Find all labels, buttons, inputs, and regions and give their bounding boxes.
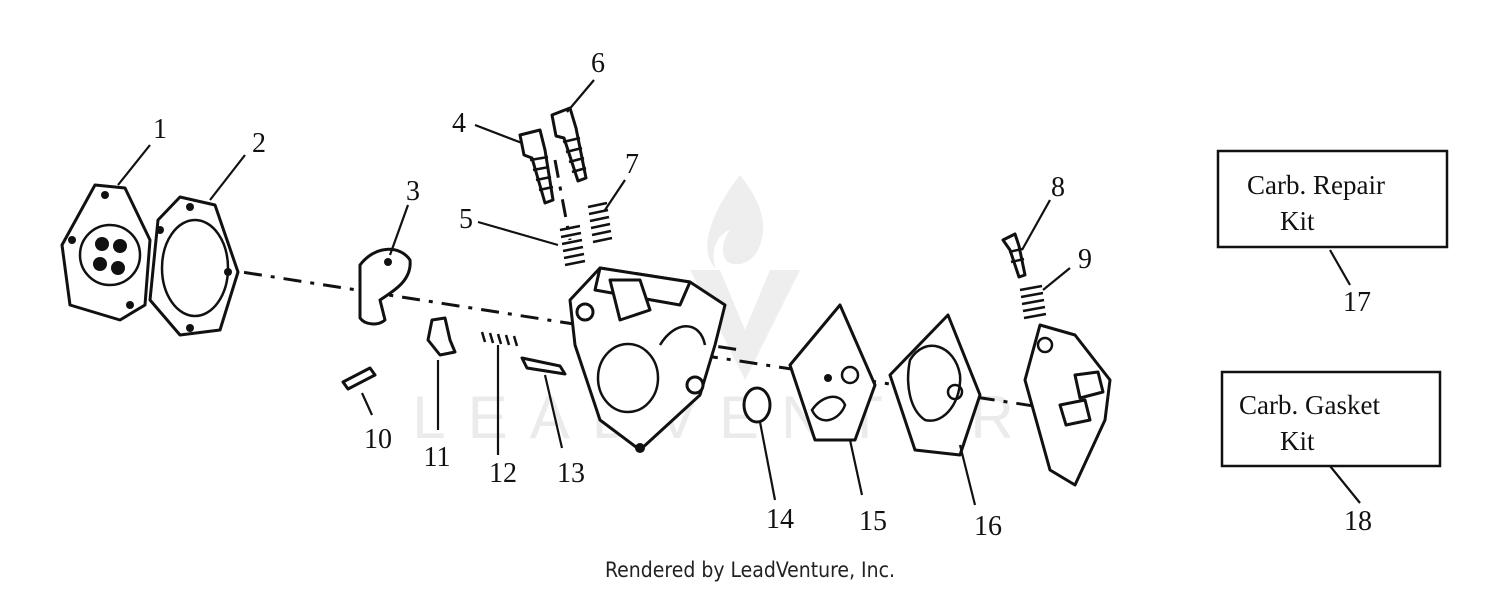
callout-14: 14 [766, 504, 794, 535]
callout-12: 12 [489, 458, 517, 489]
part-5-spring [559, 224, 586, 267]
callout-13: 13 [557, 458, 585, 489]
gasket-kit-label-line1: Carb. Gasket [1239, 390, 1380, 420]
callout-7: 7 [625, 149, 639, 180]
leader-18 [1329, 465, 1361, 504]
part-15-metering-plate [788, 303, 877, 442]
callout-6: 6 [591, 48, 605, 79]
rendered-by-credit: Rendered by LeadVenture, Inc. [605, 558, 895, 582]
leader-7 [604, 179, 626, 211]
leader-4 [474, 123, 523, 145]
part-2-gasket [148, 195, 240, 337]
leader-5 [477, 220, 559, 247]
repair-kit-box: Carb. Repair Kit [1216, 149, 1449, 249]
part-12-spring [480, 331, 519, 347]
leader-3 [388, 204, 410, 256]
part-10-pin [341, 366, 377, 391]
part-3-throttle-lever [358, 247, 412, 326]
leader-6 [566, 79, 595, 113]
callout-2: 2 [252, 128, 266, 159]
leader-16 [958, 444, 977, 506]
watermark-v-mark-icon [690, 270, 800, 380]
pump-cover-body [1023, 323, 1112, 487]
repair-kit-label-line1: Carb. Repair [1247, 170, 1385, 200]
callout-4: 4 [452, 108, 466, 139]
leader-14 [758, 421, 777, 501]
gasket-kit-label-line2: Kit [1280, 426, 1315, 456]
part-1-cover-plate [60, 183, 152, 322]
leader-15 [848, 439, 864, 496]
part-8-screw [1001, 232, 1027, 279]
callout-11: 11 [424, 442, 451, 473]
axis-line-screws [553, 159, 572, 241]
part-9-spring [1019, 284, 1047, 320]
leader-9 [1042, 267, 1071, 291]
repair-kit-label-line2: Kit [1280, 206, 1315, 236]
leader-8 [1021, 199, 1051, 251]
callout-9: 9 [1078, 244, 1092, 275]
part-11-lever [426, 316, 457, 357]
callout-1: 1 [153, 114, 167, 145]
leader-13 [543, 374, 564, 449]
leader-2 [209, 154, 246, 201]
part-7-spring [587, 201, 613, 244]
callout-3: 3 [406, 176, 420, 207]
leader-10 [360, 392, 374, 416]
part-16-diaphragm [888, 313, 982, 457]
callout-16: 16 [974, 511, 1002, 542]
part-4-screw [518, 128, 555, 205]
carburetor-body [568, 266, 727, 453]
part-14-seal [742, 386, 772, 424]
callout-5: 5 [459, 204, 473, 235]
watermark-flame-icon [707, 175, 764, 268]
callout-15: 15 [859, 506, 887, 537]
callout-10: 10 [364, 424, 392, 455]
callout-18: 18 [1344, 506, 1372, 537]
part-13-needle [520, 356, 567, 376]
gasket-kit-box: Carb. Gasket Kit [1220, 370, 1442, 468]
part-6-screw [550, 106, 588, 183]
callout-17: 17 [1343, 287, 1371, 318]
callout-8: 8 [1051, 172, 1065, 203]
leader-1 [117, 144, 151, 186]
leader-17 [1329, 249, 1351, 286]
